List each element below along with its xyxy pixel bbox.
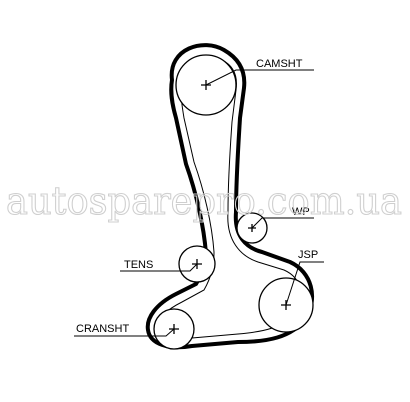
crankshaft-label: CRANSHT [76,323,129,335]
crankshaft-leader-line [74,328,175,337]
tensioner-leader-line [120,263,198,272]
jackshaft-leader-line [285,261,324,306]
water-pump-label: WP [292,206,310,218]
camshaft-leader-line [205,69,314,86]
water-pump-leader-line [251,217,314,229]
camshaft-label: CAMSHT [256,58,303,70]
tensioner-label: TENS [124,259,153,271]
watermark: autosparepro.com.ua [6,179,402,223]
jackshaft-label: JSP [298,249,318,261]
